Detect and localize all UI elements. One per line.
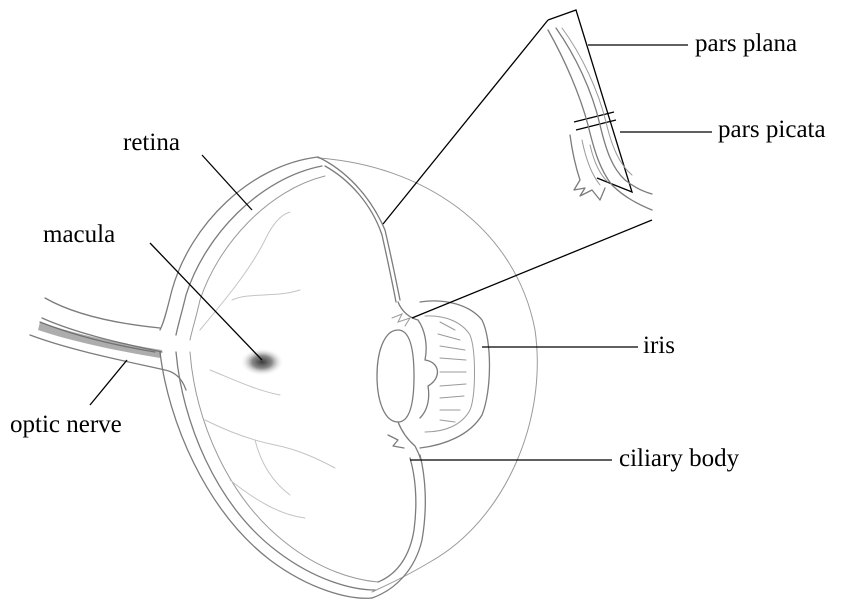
label-macula: macula xyxy=(43,222,115,247)
inset-bracket xyxy=(548,10,632,192)
wall-bottom-anterior-inner xyxy=(378,458,416,582)
ciliary-body-top xyxy=(398,302,437,418)
iris-striations xyxy=(438,322,466,422)
iris-inner xyxy=(425,316,475,432)
iris-shape xyxy=(420,301,490,448)
inset-ciliary-processes xyxy=(570,135,605,200)
retinal-vessel xyxy=(255,440,290,495)
macula-spot xyxy=(240,348,284,376)
inset-ciliary-shading xyxy=(582,140,608,185)
choroid-layer xyxy=(176,166,375,590)
label-ciliary-body: ciliary body xyxy=(619,446,739,471)
optic-nerve-shading xyxy=(38,322,162,358)
label-iris: iris xyxy=(643,333,675,358)
retinal-vessel xyxy=(232,290,300,300)
retinal-vessel xyxy=(205,420,335,468)
leader-optic-nerve xyxy=(90,360,127,405)
inset-connector-bottom xyxy=(412,220,652,318)
label-pars-picata: pars picata xyxy=(718,117,826,142)
label-optic-nerve: optic nerve xyxy=(10,412,122,437)
inset-connector-top xyxy=(383,20,548,224)
retinal-vessel xyxy=(230,480,305,518)
inset-divider xyxy=(574,112,616,130)
globe-front-outline xyxy=(318,158,537,592)
ciliary-body-bottom xyxy=(388,422,420,458)
sclera-outer xyxy=(160,157,372,598)
wall-top-anterior xyxy=(318,157,400,300)
label-pars-plana: pars plana xyxy=(695,31,797,56)
wall-bottom-anterior xyxy=(372,455,425,598)
label-retina: retina xyxy=(123,130,180,155)
inset-ciliary-detail xyxy=(548,28,652,210)
retina-layer xyxy=(190,176,378,582)
lens xyxy=(377,330,414,422)
ciliary-processes-top xyxy=(392,314,410,326)
retinal-vessel xyxy=(200,212,290,330)
leader-macula xyxy=(150,243,262,360)
